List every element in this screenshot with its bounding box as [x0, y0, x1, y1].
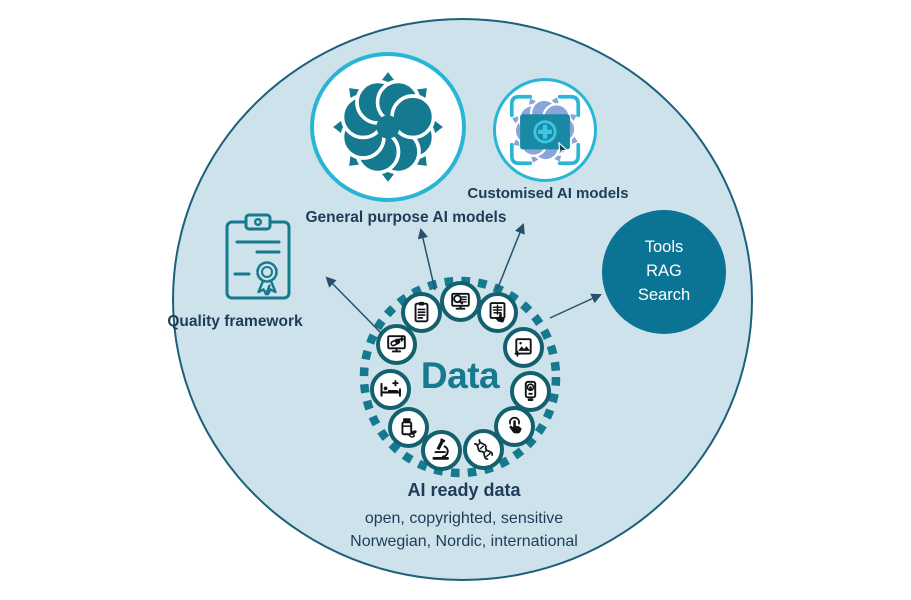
hospital-bed-icon	[369, 368, 411, 410]
caption-line-1: open, copyrighted, sensitive	[364, 510, 564, 527]
general-purpose-label: General purpose AI models	[305, 209, 507, 226]
customised-node	[493, 78, 597, 182]
dna-icon	[462, 428, 504, 470]
quality-framework-node	[224, 212, 292, 307]
quality-framework-label: Quality framework	[167, 313, 303, 330]
caption-block: AI ready data open, copyrighted, sensiti…	[264, 480, 664, 553]
medical-image-icon	[502, 326, 544, 368]
certificate-icon	[225, 213, 291, 300]
lotus-flower-icon	[331, 70, 445, 184]
microscope-icon	[420, 429, 462, 471]
tools-line: Tools	[644, 238, 684, 257]
xray-hand-icon	[476, 291, 518, 333]
general-purpose-node	[310, 52, 466, 202]
caption-line-2: Norwegian, Nordic, international	[350, 533, 578, 551]
search-screen-icon	[439, 280, 481, 322]
customised-model-icon	[499, 84, 591, 176]
tools-node: Tools RAG Search	[602, 210, 726, 334]
customised-label: Customised AI models	[467, 185, 629, 202]
caption-title: AI ready data	[407, 480, 521, 500]
tools-line: Search	[637, 285, 691, 304]
cursor-icon	[558, 141, 569, 156]
tools-line: RAG	[646, 262, 682, 281]
screen-medicine-icon	[375, 323, 417, 365]
